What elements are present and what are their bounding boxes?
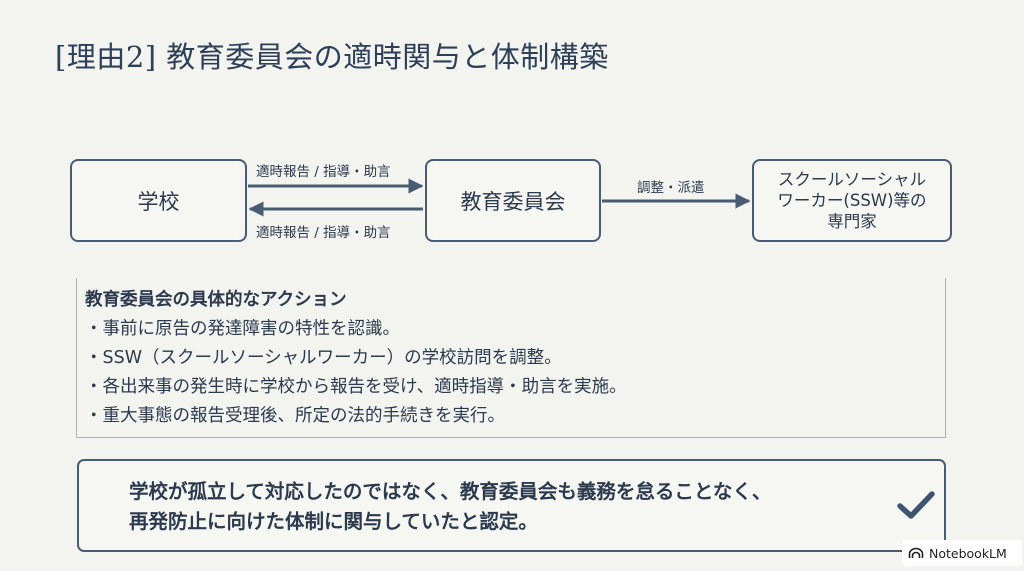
page-title: [理由2] 教育委員会の適時関与と体制構築: [55, 40, 609, 74]
ssw-expert-box: スクールソーシャル ワーカー(SSW)等の 専門家: [752, 159, 952, 242]
ssw-expert-label: スクールソーシャル ワーカー(SSW)等の 専門家: [777, 169, 927, 232]
actions-title: 教育委員会の具体的なアクション: [85, 290, 347, 310]
list-item: 事前に原告の発達障害の特性を認識。: [85, 315, 945, 344]
board-of-education-box: 教育委員会: [425, 159, 601, 242]
actions-panel: 教育委員会の具体的なアクション 事前に原告の発達障害の特性を認識。 SSW（スク…: [76, 278, 946, 438]
list-item: SSW（スクールソーシャルワーカー）の学校訪問を調整。: [85, 344, 945, 373]
actions-list: 事前に原告の発達障害の特性を認識。 SSW（スクールソーシャルワーカー）の学校訪…: [85, 315, 945, 431]
check-icon: [897, 491, 935, 519]
notebooklm-badge: NotebookLM: [902, 540, 1022, 566]
conclusion-line-2: 再発防止に向けた体制に関与していたと認定。: [129, 510, 538, 533]
notebooklm-logo-icon: [908, 547, 924, 558]
arrow-top-label: 適時報告 / 指導・助言: [256, 164, 391, 180]
notebooklm-label: NotebookLM: [929, 545, 1007, 561]
board-of-education-label: 教育委員会: [460, 189, 566, 214]
conclusion-text: 学校が孤立して対応したのではなく、教育委員会も義務を怠ることなく、 再発防止に向…: [129, 477, 771, 537]
conclusion-line-1: 学校が孤立して対応したのではなく、教育委員会も義務を怠ることなく、: [129, 480, 772, 503]
school-label: 学校: [137, 189, 180, 214]
list-item: 重大事態の報告受理後、所定の法的手続きを実行。: [85, 402, 945, 431]
school-box: 学校: [70, 159, 247, 242]
conclusion-box: 学校が孤立して対応したのではなく、教育委員会も義務を怠ることなく、 再発防止に向…: [77, 459, 946, 552]
list-item: 各出来事の発生時に学校から報告を受け、適時指導・助言を実施。: [85, 373, 945, 402]
arrow-bottom-label: 適時報告 / 指導・助言: [256, 225, 391, 241]
arrow-right-label: 調整・派遣: [637, 180, 705, 196]
